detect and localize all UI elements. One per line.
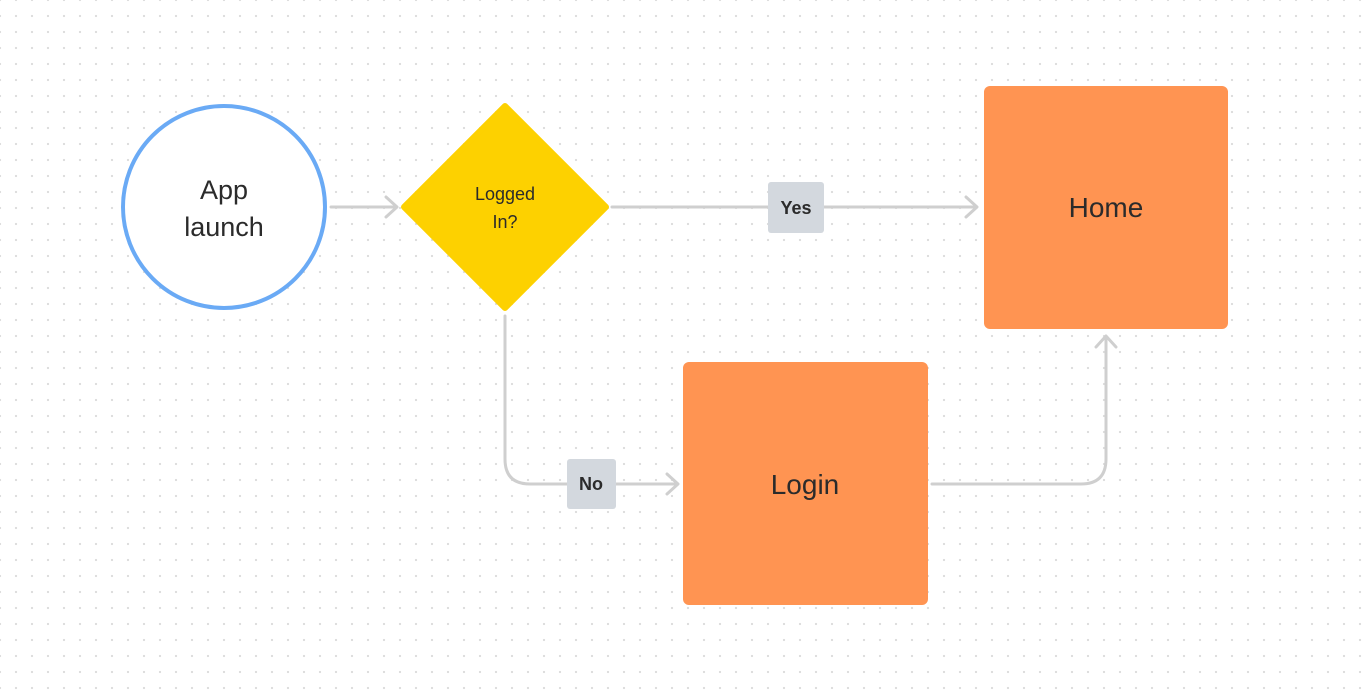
edge-label-no[interactable]: No [567,459,616,509]
start-node-label-line2: launch [184,212,264,242]
decision-node[interactable]: Logged In? [401,103,609,311]
connector-no-to-login[interactable] [503,314,680,496]
start-node[interactable]: App launch [121,104,327,310]
login-node-label: Login [771,469,840,500]
decision-node-label-line2: In? [492,212,517,232]
start-node-label-line1: App [200,175,248,205]
login-node[interactable]: Login [683,362,928,605]
edge-label-yes[interactable]: Yes [768,182,824,233]
connector-start-to-decision[interactable] [329,195,399,219]
home-node-label: Home [1069,192,1144,223]
home-node[interactable]: Home [984,86,1228,329]
connector-login-to-home[interactable] [930,334,1118,486]
decision-node-label-line1: Logged [475,184,535,204]
edge-label-yes-text: Yes [780,198,811,218]
edge-label-no-text: No [579,474,603,494]
